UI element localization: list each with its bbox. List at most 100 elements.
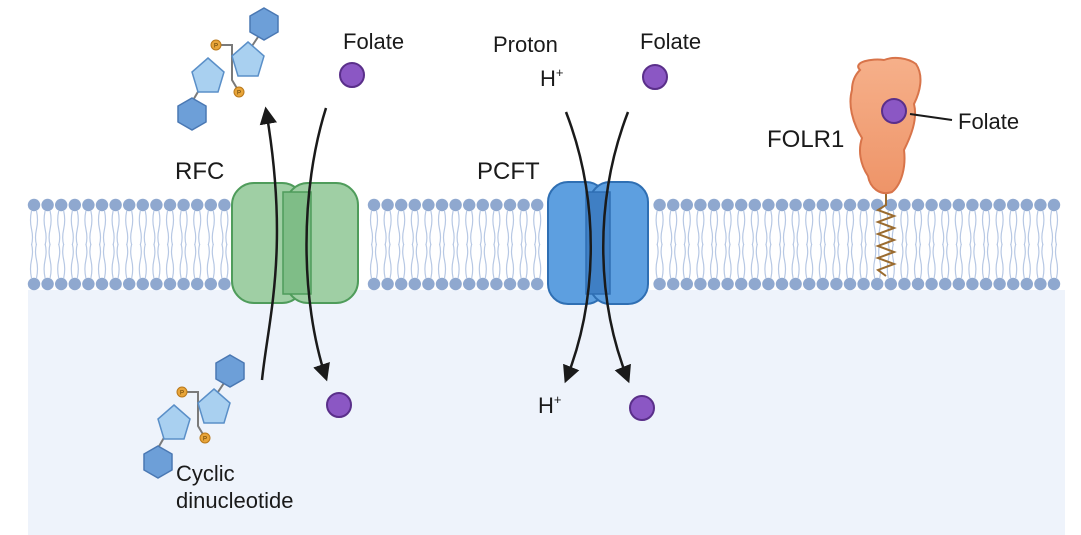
lipid-tail <box>34 210 39 246</box>
lipid-tail <box>410 210 414 246</box>
lipid-tail <box>533 243 537 279</box>
lipid-tail <box>1009 243 1013 279</box>
lipid-tail <box>1009 210 1013 246</box>
cdn-inside-phosphate-1-label: P <box>180 391 184 397</box>
lipid-head <box>884 198 897 212</box>
lipid-head <box>925 277 938 291</box>
lipid-tail <box>932 210 936 246</box>
lipid-tail <box>43 210 47 246</box>
lipid-tail <box>769 210 773 246</box>
label-proton: Proton <box>493 32 558 57</box>
lipid-head <box>41 198 54 212</box>
lipid-tail <box>696 243 700 279</box>
lipid-tail <box>402 243 406 279</box>
lipid-head <box>748 198 761 212</box>
lipid-tail <box>465 243 469 279</box>
lipid-tail <box>116 243 120 279</box>
lipid-head <box>422 198 435 212</box>
lipid-tail <box>946 210 950 246</box>
lipid-tail <box>497 210 501 246</box>
lipid-tail <box>818 210 822 246</box>
lipid-tail <box>709 243 714 279</box>
lipid-tail <box>206 243 210 279</box>
lipid-tail <box>918 243 923 279</box>
lipid-tail <box>116 210 120 246</box>
lipid-head <box>762 198 775 212</box>
label-cyclic-line1: Cyclic <box>176 461 235 486</box>
lipid-tail <box>533 210 537 246</box>
lipid-tail <box>714 243 719 279</box>
lipid-tail <box>383 210 387 246</box>
lipid-tail <box>973 243 977 279</box>
lipid-head <box>27 277 41 291</box>
lipid-tail <box>850 210 855 246</box>
folr1-receptor <box>849 56 953 277</box>
lipid-head <box>939 198 952 212</box>
cdn-outside-hexagon-bottom <box>177 97 207 131</box>
lipid-head <box>517 277 530 291</box>
lipid-tail <box>451 243 455 279</box>
lipid-tail <box>905 243 909 279</box>
lipid-tail <box>424 243 428 279</box>
lipid-tail <box>832 243 836 279</box>
lipid-tail <box>941 210 945 246</box>
lipid-head <box>680 198 693 212</box>
cdn-outside-phosphate-2 <box>233 86 245 98</box>
rfc-export-arrow <box>259 106 279 381</box>
lipid-tail <box>206 210 210 246</box>
lipid-tail <box>832 210 836 246</box>
lipid-tail <box>764 210 768 246</box>
lipid-tail <box>70 210 74 246</box>
lipid-head <box>830 198 843 212</box>
lipid-head <box>95 198 109 212</box>
label-folate-top-left: Folate <box>343 29 404 54</box>
lipid-tail <box>1054 243 1059 279</box>
lipid-head <box>408 277 421 291</box>
lipid-tail <box>873 210 877 246</box>
lipid-head <box>1020 277 1033 291</box>
label-folr1: FOLR1 <box>767 126 844 153</box>
lipid-heads-bottom <box>27 277 1061 291</box>
lipid-tail <box>687 210 691 246</box>
lipid-tail <box>157 210 161 246</box>
lipid-tail <box>198 243 202 279</box>
label-rfc: RFC <box>175 158 224 185</box>
lipid-head <box>993 277 1006 291</box>
lipid-head <box>762 277 775 291</box>
lipid-head <box>109 198 122 212</box>
folate-outside-pcft <box>642 64 668 90</box>
lipid-tail <box>737 210 741 246</box>
lipid-head <box>395 198 408 212</box>
cdn-inside-phosphate-2 <box>199 432 211 444</box>
lipid-head <box>476 277 489 291</box>
lipid-tail <box>968 210 972 246</box>
lipid-head <box>204 198 217 212</box>
lipid-head <box>381 198 394 212</box>
lipid-tail <box>873 243 877 279</box>
lipid-tail <box>696 210 700 246</box>
lipid-head <box>911 277 925 291</box>
lipid-head <box>979 277 993 291</box>
lipid-tail <box>483 210 487 246</box>
folr1-folate-pointer <box>909 113 953 121</box>
lipid-tail <box>859 243 863 279</box>
lipid-tail <box>900 243 904 279</box>
cdn-outside-pentagon-bottom <box>191 57 225 93</box>
lipid-tail <box>859 210 863 246</box>
label-h-plus-bottom: H+ <box>538 392 561 418</box>
lipid-tail <box>97 210 102 246</box>
lipid-tail <box>538 210 542 246</box>
lipid-head <box>680 277 693 291</box>
lipid-head <box>367 198 381 212</box>
lipid-tail <box>913 243 918 279</box>
lipid-head <box>476 198 489 212</box>
pcft-proton-arrow <box>563 111 592 384</box>
lipid-tail <box>660 243 664 279</box>
lipid-head <box>735 277 748 291</box>
lipid-tail <box>968 243 972 279</box>
lipid-head <box>707 277 721 291</box>
lipid-head <box>27 198 41 212</box>
lipid-head <box>803 198 816 212</box>
cdn-inside-hexagon-bottom <box>143 445 173 479</box>
